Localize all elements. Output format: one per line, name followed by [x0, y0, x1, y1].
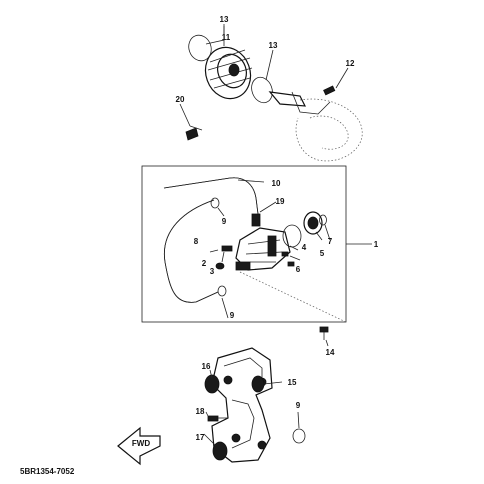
label-5: 5 — [320, 249, 325, 258]
clip-part — [185, 125, 203, 141]
label-19: 19 — [276, 197, 285, 206]
label-10: 10 — [272, 179, 281, 188]
clamp-9c-part — [292, 428, 306, 444]
plug-16-part — [204, 374, 220, 394]
label-4: 4 — [302, 243, 307, 252]
circlip-upper-part — [188, 34, 212, 62]
pump-body-part — [235, 213, 291, 271]
washer-7-part — [319, 214, 327, 226]
label-17: 17 — [196, 433, 205, 442]
label-14: 14 — [326, 348, 335, 357]
shaft-assembly-part — [268, 91, 363, 162]
fwd-arrow-icon — [117, 426, 161, 466]
bolt-3-part — [215, 245, 233, 270]
bolt-14-part — [319, 326, 329, 340]
label-13-top: 13 — [220, 15, 229, 24]
label-3: 3 — [210, 267, 215, 276]
fwd-label: FWD — [132, 439, 150, 448]
plug-17-part — [212, 441, 228, 461]
label-8: 8 — [194, 237, 199, 246]
label-11: 11 — [222, 33, 231, 42]
gear-5-part — [303, 211, 323, 235]
label-20: 20 — [176, 95, 185, 104]
label-9-bottom: 9 — [296, 401, 301, 410]
label-18: 18 — [196, 407, 205, 416]
label-2: 2 — [202, 259, 207, 268]
label-9-upper: 9 — [222, 217, 227, 226]
label-7: 7 — [328, 237, 333, 246]
pipe-10-part — [163, 177, 259, 215]
circlip-lower-part — [251, 76, 273, 104]
label-1: 1 — [374, 240, 379, 249]
hose-8-part — [163, 199, 219, 303]
plug-15-part — [251, 375, 265, 393]
screws-4-6-part — [281, 251, 295, 267]
pulley-part — [204, 46, 253, 100]
hose-clamps — [210, 197, 227, 297]
bolt-18-part — [207, 415, 228, 422]
diagram-code: 5BR1354-7052 — [20, 467, 75, 476]
leader-lines — [179, 24, 372, 447]
label-12: 12 — [346, 59, 355, 68]
leader-dashed — [239, 271, 347, 323]
label-9-lower: 9 — [230, 311, 235, 320]
label-16: 16 — [202, 362, 211, 371]
label-13-right: 13 — [269, 41, 278, 50]
pin-part — [323, 85, 336, 96]
label-15: 15 — [288, 378, 297, 387]
label-6: 6 — [296, 265, 301, 274]
